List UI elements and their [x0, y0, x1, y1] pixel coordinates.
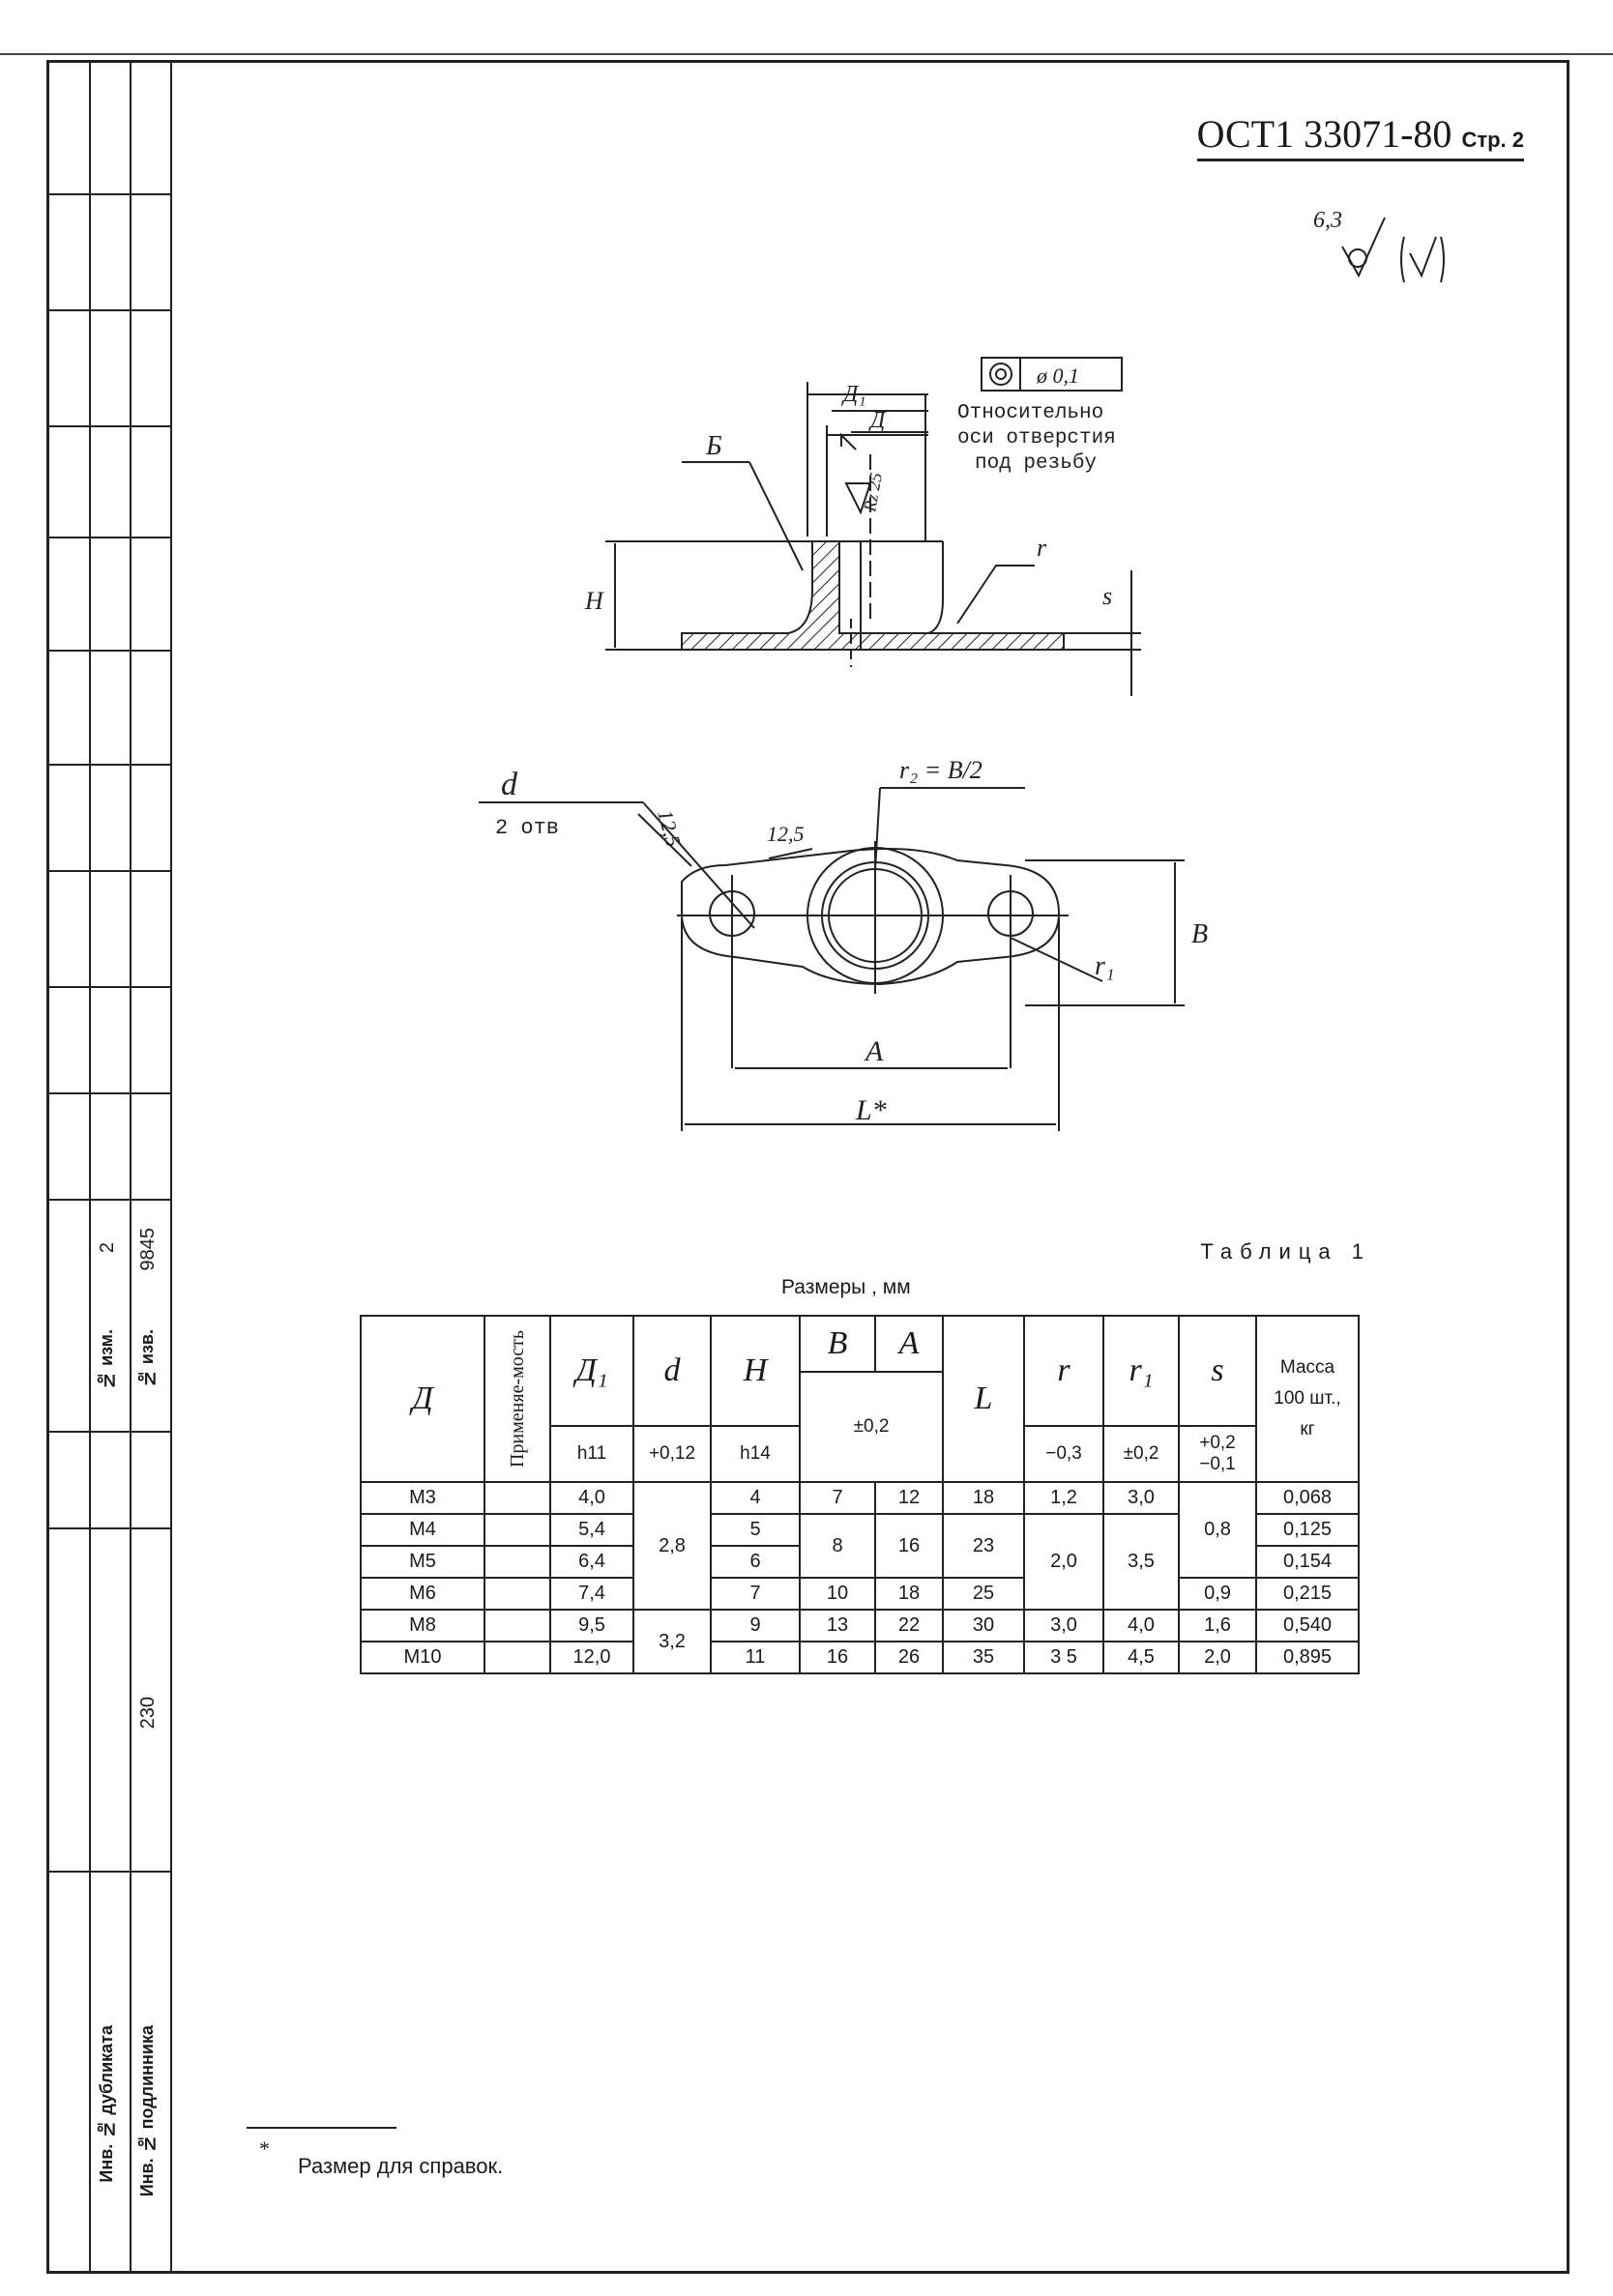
dim-label-s: s — [1102, 582, 1112, 610]
roughness-12-5-b: 12,5 — [767, 822, 805, 846]
col-header-d1-tol: h11 — [549, 1425, 634, 1483]
margin-row-line — [46, 986, 170, 988]
dim-label-b: B — [1191, 919, 1208, 949]
col-header-r1: r₁ — [1102, 1315, 1180, 1427]
footnote-mark: * — [259, 2136, 270, 2161]
col-header-h: H — [710, 1315, 801, 1427]
col-header-ba-tol: ±0,2 — [799, 1371, 944, 1483]
table-caption: Таблица 1 — [1200, 1239, 1371, 1264]
dim-label-d1: Д₁ — [841, 382, 866, 407]
margin-row-line — [46, 193, 170, 195]
col-header-s: s — [1178, 1315, 1257, 1427]
page-number: Стр. 2 — [1461, 128, 1524, 152]
roughness-rz25: Rz 25 — [860, 471, 886, 513]
col-header-d: Д — [360, 1315, 485, 1483]
tolerance-note-2: оси отверстия — [957, 427, 1116, 450]
col-header-r: r — [1023, 1315, 1104, 1427]
margin-row-line — [46, 1092, 170, 1094]
margin-row-line — [46, 425, 170, 427]
col-header-applicability: Применяе-мость — [484, 1315, 551, 1483]
margin-row-line — [46, 1431, 170, 1433]
dim-label-h: H — [584, 587, 604, 615]
margin-column-line — [130, 60, 132, 2274]
drawing-frame — [46, 60, 1569, 2274]
margin-row-line — [46, 870, 170, 872]
table-subtitle: Размеры , мм — [781, 1276, 911, 1298]
margin-row-line — [46, 1871, 170, 1873]
dim-label-a: A — [864, 1035, 884, 1067]
dim-label-d: Д — [868, 408, 887, 433]
margin-row-line — [46, 764, 170, 766]
margin-column-line — [89, 60, 91, 2274]
margin-row-line — [46, 1527, 170, 1529]
footnote-rule — [247, 2127, 396, 2129]
standard-header: ОСТ1 33071-80 Стр. 2 — [1196, 111, 1524, 161]
col-header-mass: Масса 100 шт., кг — [1255, 1315, 1360, 1483]
margin-row-line — [46, 309, 170, 311]
top-border-line — [0, 53, 1613, 55]
col-header-d-small: d — [632, 1315, 712, 1427]
dim-label-r: r — [1037, 534, 1047, 562]
section-view — [605, 382, 1141, 696]
roughness-general-value: 6,3 — [1313, 208, 1342, 233]
col-header-d1: Д₁ — [549, 1315, 634, 1427]
section-label-b: Б — [705, 431, 722, 461]
col-header-r-tol: −0,3 — [1023, 1425, 1104, 1483]
margin-row-line — [46, 537, 170, 538]
col-header-h-tol: h14 — [710, 1425, 801, 1483]
dim-label-l: L* — [855, 1094, 887, 1126]
dimensions-table: Д Применяе-мость Д₁ d H B A L r r₁ s Мас… — [360, 1315, 1360, 1674]
tolerance-note-3: под резьбу — [975, 452, 1097, 475]
plan-view — [479, 787, 1185, 1131]
tolerance-note-1: Относительно — [957, 402, 1103, 424]
tolerance-frame — [1019, 357, 1123, 392]
roughness-12-5-a: 12,5 — [653, 807, 686, 850]
dim-label-d-hole: d — [501, 767, 518, 802]
col-header-s-tol: +0,2−0,1 — [1178, 1425, 1257, 1483]
col-header-r1-tol: ±0,2 — [1102, 1425, 1180, 1483]
tolerance-value: ø 0,1 — [1036, 363, 1079, 388]
margin-row-line — [46, 1199, 170, 1201]
margin-column-line — [170, 60, 172, 2274]
dim-label-r2: r₂ = B/2 — [899, 756, 982, 784]
holes-count-label: 2 отв — [495, 816, 559, 840]
col-header-a: A — [874, 1315, 944, 1373]
concentricity-icon — [989, 363, 1012, 386]
margin-row-line — [46, 650, 170, 652]
footnote-text: Размер для справок. — [298, 2154, 504, 2178]
col-header-l: L — [942, 1315, 1025, 1483]
col-header-b: B — [799, 1315, 876, 1373]
standard-code: ОСТ1 33071-80 — [1196, 112, 1452, 156]
dim-label-r1: r₁ — [1095, 951, 1115, 981]
col-header-d-tol: +0,12 — [632, 1425, 712, 1483]
roughness-symbol-general — [1341, 217, 1445, 283]
